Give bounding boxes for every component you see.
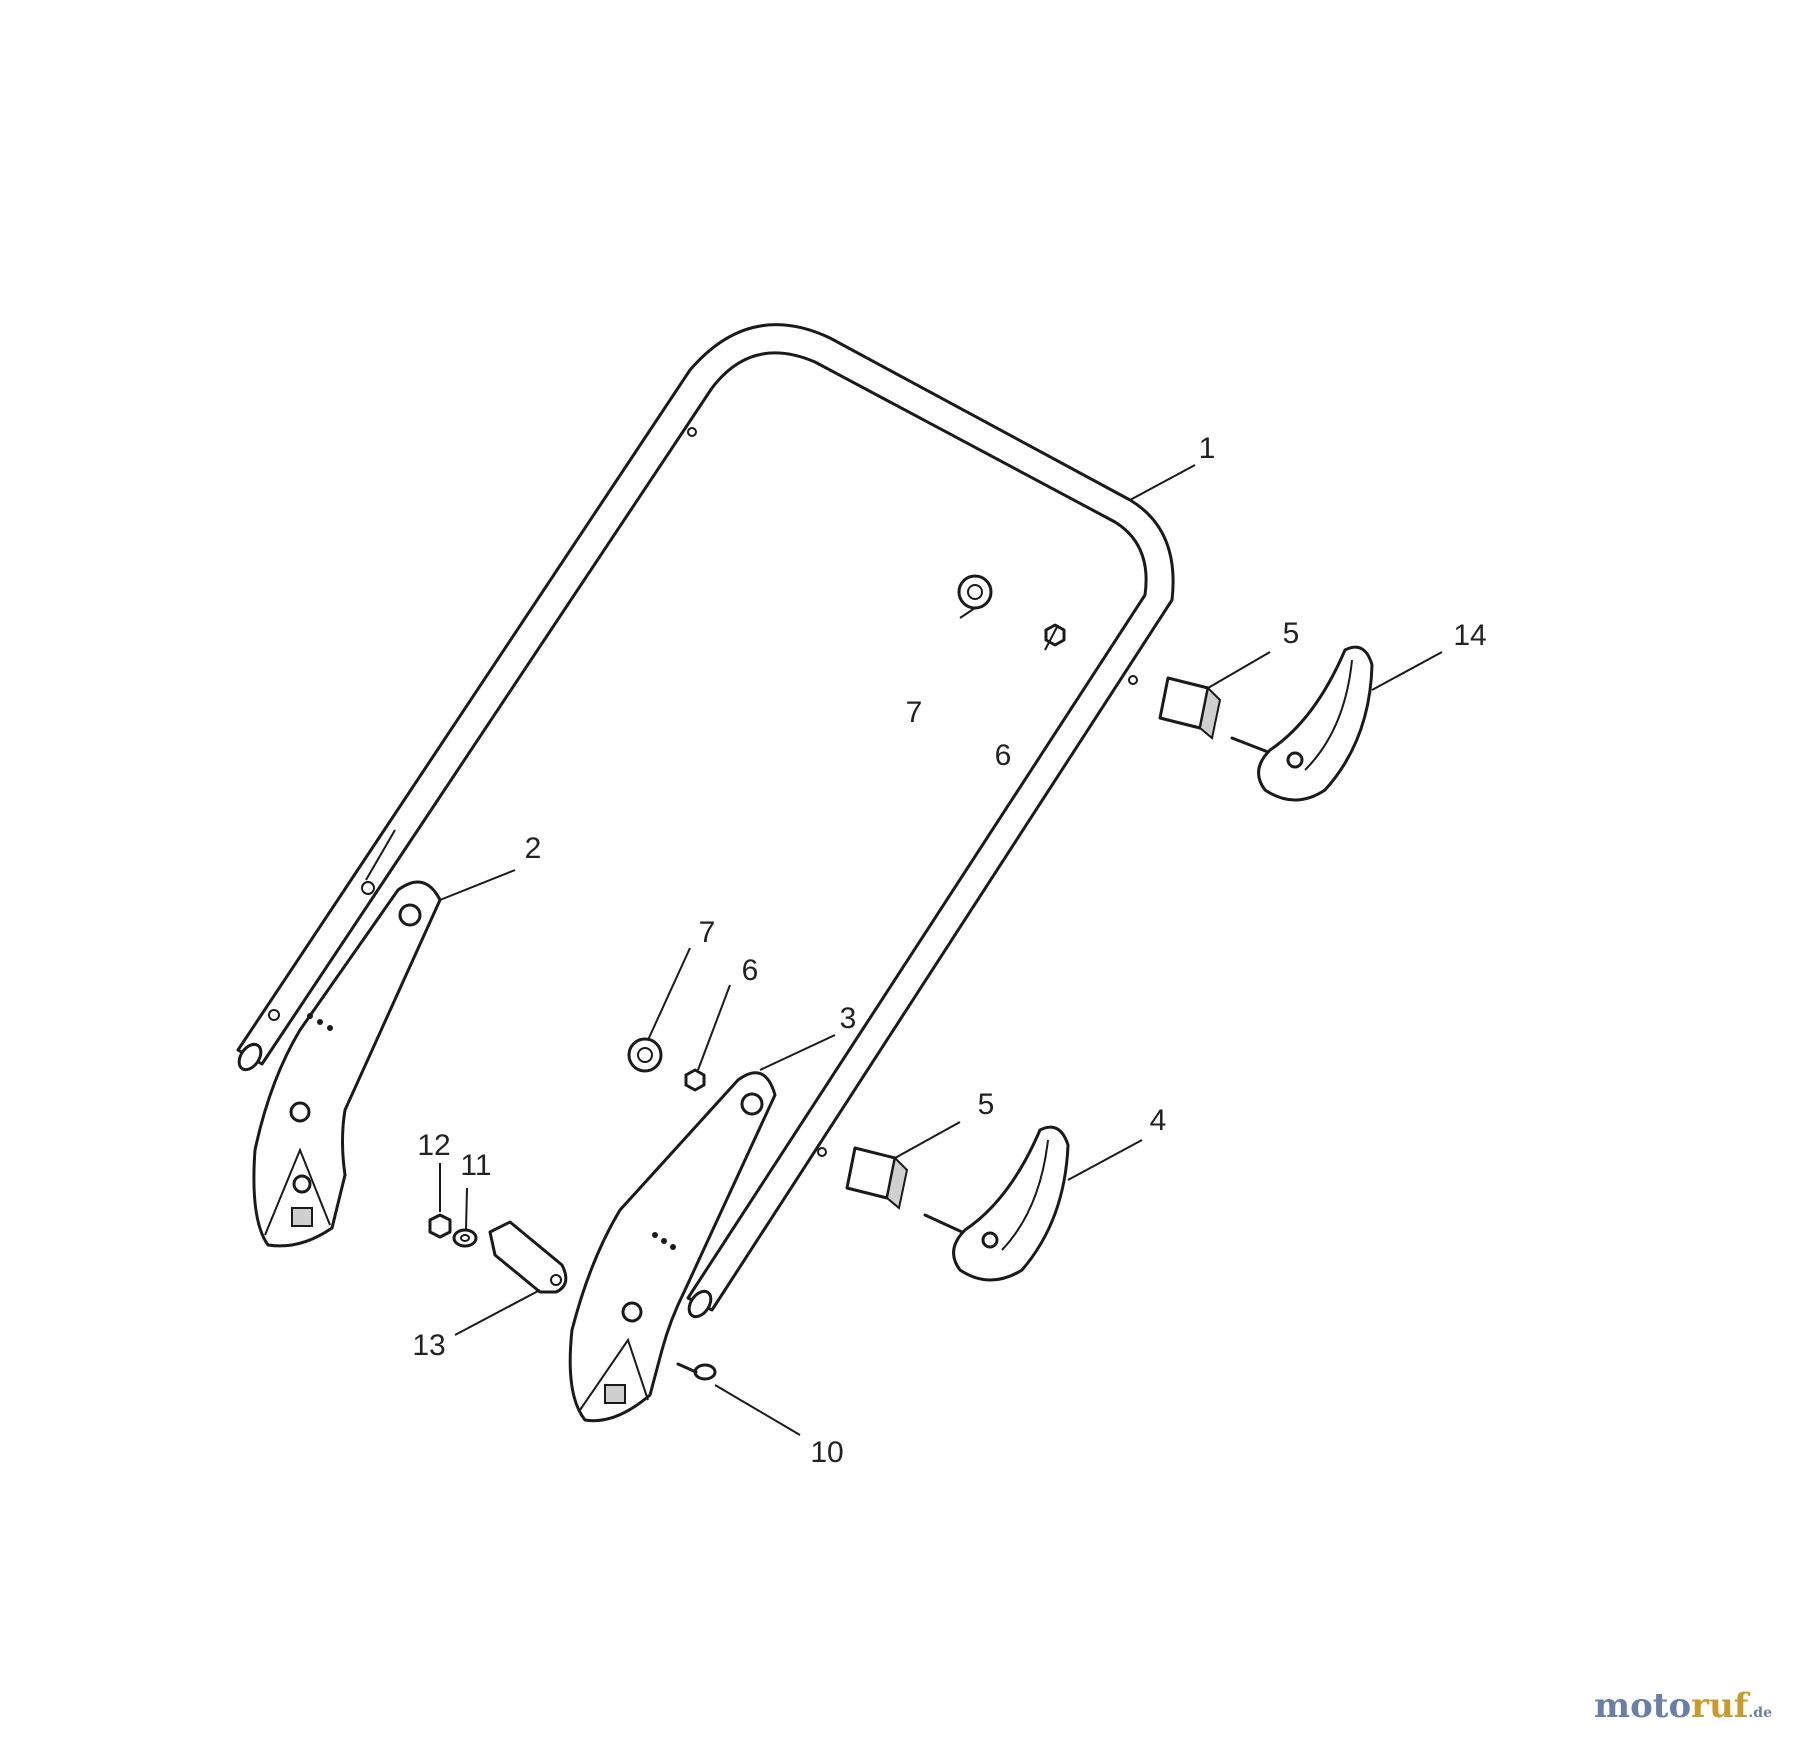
callout-labels: 1 2 3 4 5 5 6 6 7 7 10 11 12 13 14 — [412, 432, 1486, 1469]
link-part-13 — [488, 1220, 568, 1294]
callout-11: 11 — [460, 1149, 491, 1182]
clamp-block-part-5-lower — [845, 1146, 909, 1210]
watermark-text-b: ruf — [1691, 1686, 1749, 1726]
screw-part-10 — [676, 1362, 717, 1381]
nut-part-12 — [428, 1213, 452, 1239]
callout-7-upper: 7 — [906, 696, 923, 729]
clamp-lever-part-4 — [923, 1125, 1070, 1282]
washer-part-11 — [452, 1228, 478, 1248]
knob-nut-part-7-upper — [957, 574, 993, 610]
callout-13: 13 — [412, 1329, 445, 1362]
right-lower-bracket-part-3 — [568, 1071, 777, 1423]
clamp-block-part-5-upper — [1158, 676, 1222, 740]
watermark-text-a: moto — [1594, 1686, 1692, 1726]
callout-5-upper: 5 — [1283, 617, 1300, 650]
callout-3: 3 — [840, 1002, 857, 1035]
callout-14: 14 — [1453, 619, 1486, 652]
left-lower-bracket-part-2 — [252, 880, 442, 1248]
watermark-suffix: .de — [1748, 1705, 1772, 1721]
handle-bar-part-1 — [236, 323, 1175, 1319]
callout-7-lower: 7 — [699, 916, 716, 949]
callout-5-lower: 5 — [978, 1088, 995, 1121]
callout-12: 12 — [417, 1129, 450, 1162]
callout-2: 2 — [525, 832, 542, 865]
hex-nut-part-6-lower — [684, 1068, 706, 1092]
clamp-lever-part-14 — [1230, 645, 1374, 802]
callout-1: 1 — [1199, 432, 1216, 465]
callout-4: 4 — [1150, 1104, 1167, 1137]
watermark-logo: motoruf.de — [1594, 1686, 1772, 1726]
leader-lines — [439, 464, 1443, 1436]
callout-10: 10 — [810, 1436, 843, 1469]
callout-6-lower: 6 — [742, 954, 759, 987]
callout-6-upper: 6 — [995, 739, 1012, 772]
knob-nut-part-7-lower — [627, 1037, 663, 1073]
